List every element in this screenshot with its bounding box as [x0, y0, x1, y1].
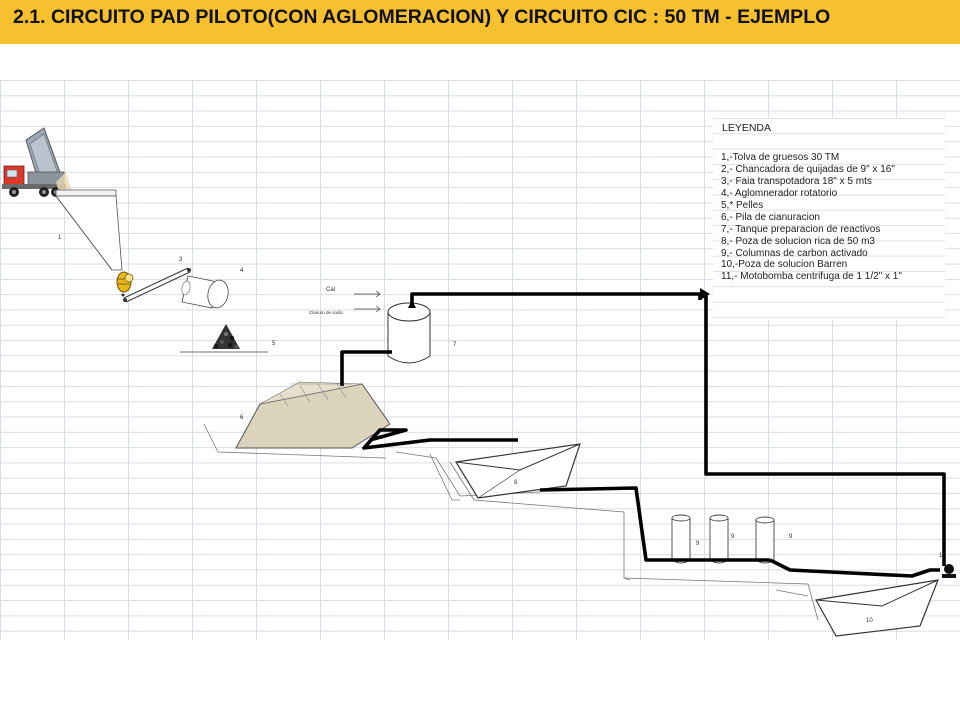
- label-3: 3: [179, 257, 183, 263]
- pipe-pile-to-pond: [362, 428, 518, 450]
- pregnant-solution-pond: [455, 443, 581, 499]
- conveyor-belt: [123, 267, 191, 303]
- pipe-barren-return: [700, 294, 946, 566]
- pellets-pile: [180, 324, 268, 353]
- title-bar: [0, 0, 960, 44]
- reagent-arrows: [354, 290, 381, 313]
- reagent-tank: [387, 302, 431, 364]
- label-cal: Cal: [326, 287, 335, 293]
- label-10: 10: [866, 618, 873, 624]
- legend-heading: LEYENDA: [722, 122, 772, 134]
- label-9b: 9: [731, 534, 735, 540]
- legend-item: 10,-Poza de solucion Barren: [721, 259, 848, 271]
- carbon-columns: [671, 514, 775, 564]
- legend-item: 4,- Aglomnerador rotatorio: [721, 187, 838, 199]
- pipe-arrows: [408, 288, 710, 308]
- legend-item: 8,- Poza de solucion rica de 50 m3: [721, 235, 875, 247]
- pipe-tank-to-pile: [340, 350, 392, 386]
- label-5: 5: [272, 341, 276, 347]
- label-9c: 9: [789, 534, 793, 540]
- label-8: 8: [514, 480, 518, 486]
- pipe-lines: [340, 292, 946, 578]
- hopper-tolva: [55, 189, 123, 271]
- pump-icon: [942, 564, 956, 578]
- legend-list: 1,-Tolva de gruesos 30 TM 2,- Chancadora…: [721, 152, 902, 283]
- legend-item: 6,- Pila de cianuracion: [721, 211, 820, 223]
- label-7: 7: [453, 342, 457, 348]
- barren-solution-pond: [815, 579, 939, 637]
- label-6: 6: [240, 415, 244, 421]
- label-cianuro: Cianuro de sodio: [309, 310, 344, 315]
- pipe-return-top: [410, 292, 702, 306]
- heap-leach-pile: [235, 381, 391, 449]
- terrain-lines: [203, 423, 819, 621]
- legend-item: 9,- Columnas de carbon activado: [721, 247, 868, 259]
- label-9a: 9: [696, 541, 700, 547]
- label-1: 1: [58, 235, 62, 241]
- pipe-columns-to-barren: [769, 558, 940, 578]
- legend-item: 11,- Motobomba centrifuga de 1 1/2" x 1": [721, 271, 902, 283]
- rotary-agglomerator: [181, 275, 229, 309]
- pipe-pond-to-columns: [539, 486, 770, 562]
- legend-item: 1,-Tolva de gruesos 30 TM: [721, 152, 840, 163]
- legend-item: 3,- Faia transpotadora 18" x 5 mts: [721, 175, 872, 187]
- label-4: 4: [240, 268, 244, 274]
- legend-item: 5,* Pelles: [721, 199, 764, 211]
- legend-box: [713, 118, 945, 320]
- legend-item: 7,- Tanque preparacion de reactivos: [721, 223, 881, 235]
- page-title: 2.1. CIRCUITO PAD PILOTO(CON AGLOMERACIO…: [13, 6, 831, 28]
- legend-item: 2,- Chancadora de quijadas de 9" x 16": [721, 163, 895, 175]
- jaw-crusher-icon: [116, 271, 134, 297]
- dump-truck-icon: [2, 127, 72, 197]
